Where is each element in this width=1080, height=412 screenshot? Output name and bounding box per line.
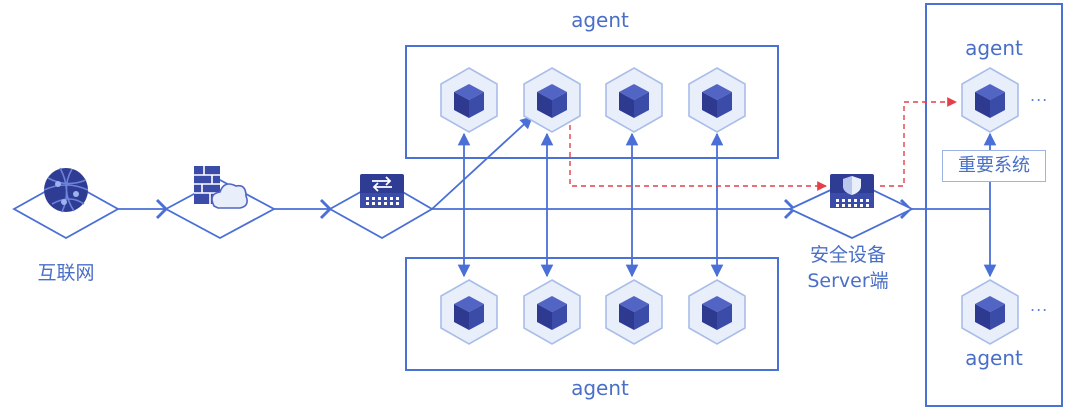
right-agent-group-box: [925, 3, 1063, 407]
right-top-agent-label: agent: [965, 36, 1023, 60]
globe-icon: [43, 167, 89, 213]
bottom-group-label: agent: [571, 376, 629, 400]
agent-cube-icon: [440, 279, 498, 345]
important-system-box: 重要系统: [942, 150, 1046, 182]
alert-dashed-line: [568, 117, 827, 191]
shield-device-icon: [830, 174, 874, 208]
top-group-label: agent: [571, 8, 629, 32]
agent-cube-icon: [440, 67, 498, 133]
agent-cube-icon: [605, 67, 663, 133]
important-system-label: 重要系统: [958, 155, 1030, 176]
security-server-label: Server端: [807, 270, 889, 292]
firewall-cloud-icon: [194, 166, 248, 209]
internet-label: 互联网: [37, 262, 95, 284]
top-agent-group-box: [405, 45, 779, 159]
connection-lines: [118, 116, 997, 278]
agent-cube-icon: [523, 279, 581, 345]
agent-cube-icon: [961, 279, 1019, 345]
agent-cube-icon: [605, 279, 663, 345]
alert-dashed-line-2: [880, 97, 957, 187]
agent-cube-icon: [523, 67, 581, 133]
more-agents-ellipsis: ...: [1030, 86, 1049, 105]
bottom-agent-group-box: [405, 257, 779, 371]
right-bottom-agent-label: agent: [965, 346, 1023, 370]
switch-icon: [360, 174, 404, 208]
security-device-label: 安全设备: [809, 244, 887, 266]
agent-cube-icon: [688, 67, 746, 133]
agent-cube-icon: [688, 279, 746, 345]
more-agents-ellipsis: ...: [1030, 296, 1049, 315]
agent-cube-icon: [961, 67, 1019, 133]
